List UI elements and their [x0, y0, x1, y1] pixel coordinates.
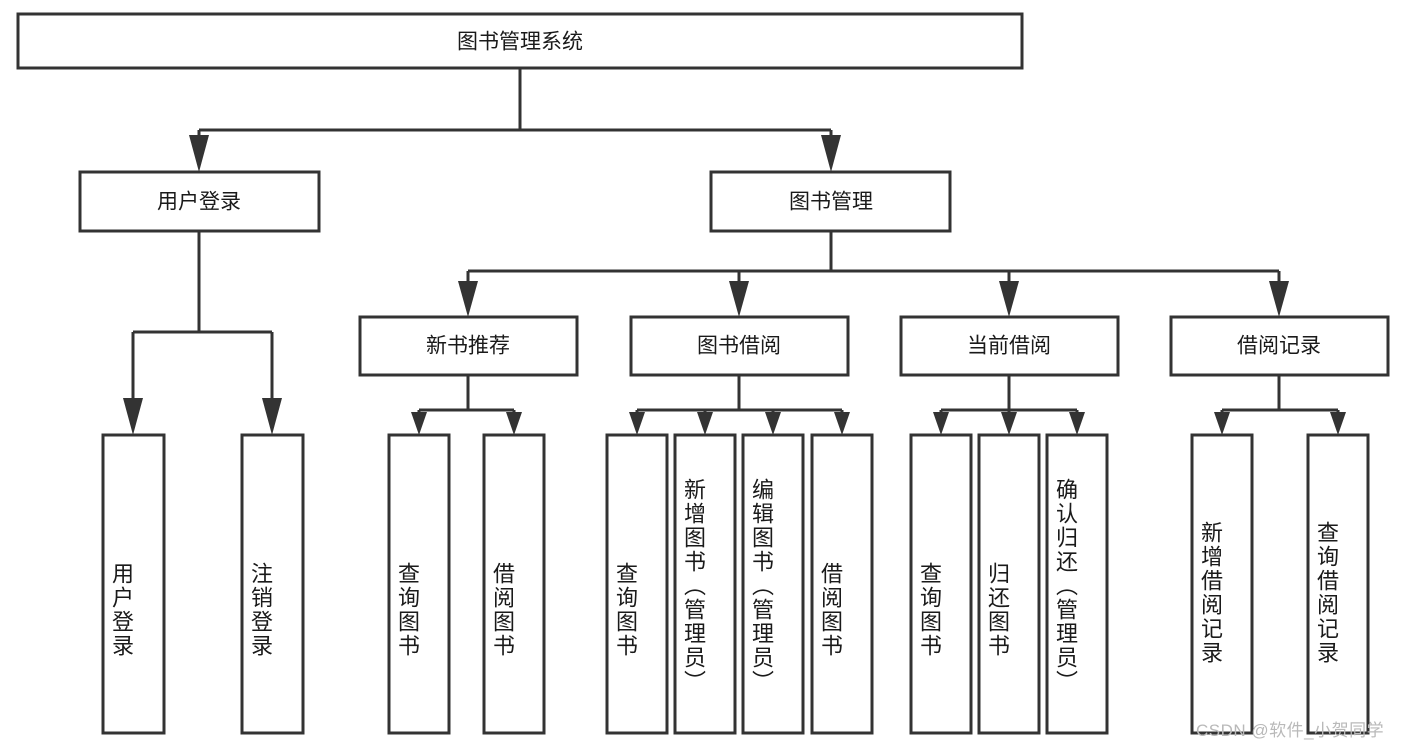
node-leaf-book-borrow-query[interactable] — [605, 433, 669, 735]
arrow-head-book-mgmt — [821, 135, 841, 172]
node-borrow-record[interactable] — [1169, 315, 1390, 377]
arrow-head-leaf-book-borrow-4 — [834, 412, 850, 435]
arrow-head-leaf-user-login-2 — [262, 398, 282, 435]
node-leaf-book-borrow-lend[interactable] — [810, 433, 874, 735]
arrow-head-leaf-book-borrow-2 — [697, 412, 713, 435]
node-new-book-recommend-label: 新书推荐 — [426, 335, 510, 358]
node-leaf-current-borrow-return[interactable] — [977, 433, 1041, 735]
node-book-borrow-label: 图书借阅 — [697, 335, 781, 358]
arrow-head-borrow-record — [1269, 281, 1289, 317]
node-book-management-label: 图书管理 — [789, 191, 873, 214]
node-root-label: 图书管理系统 — [457, 31, 583, 54]
node-new-book-recommend[interactable] — [358, 315, 579, 377]
arrow-head-new-book — [458, 281, 478, 317]
arrow-head-leaf-borrow-record-1 — [1214, 412, 1230, 435]
arrow-head-current-borrow — [999, 281, 1019, 317]
node-book-borrow[interactable] — [629, 315, 850, 377]
arrow-head-leaf-user-login-1 — [123, 398, 143, 435]
node-leaf-current-borrow-query[interactable] — [909, 433, 973, 735]
node-leaf-book-borrow-edit[interactable] — [741, 433, 805, 735]
node-leaf-borrow-record-query[interactable] — [1306, 433, 1370, 735]
node-leaf-current-borrow-confirm[interactable] — [1045, 433, 1109, 735]
node-leaf-user-login-login[interactable] — [101, 433, 166, 735]
node-borrow-record-label: 借阅记录 — [1237, 335, 1321, 358]
node-leaf-new-book-query[interactable] — [387, 433, 451, 735]
connector-layer — [123, 68, 1346, 435]
node-current-borrow-label: 当前借阅 — [967, 335, 1051, 358]
node-leaf-user-login-logout[interactable] — [240, 433, 305, 735]
node-root-book-management-system[interactable] — [16, 12, 1024, 70]
arrow-head-leaf-borrow-record-2 — [1330, 412, 1346, 435]
arrow-head-user-login — [189, 135, 209, 172]
node-user-login[interactable] — [78, 170, 321, 233]
arrow-head-leaf-current-borrow-3 — [1069, 412, 1085, 435]
arrow-head-leaf-current-borrow-2 — [1001, 412, 1017, 435]
node-book-management[interactable] — [709, 170, 952, 233]
node-leaf-borrow-record-add[interactable] — [1190, 433, 1254, 735]
arrow-head-leaf-current-borrow-1 — [933, 412, 949, 435]
node-layer: 图书管理系统 用户登录 图书管理 新书推荐 图书借阅 当前借阅 借阅记录 — [16, 12, 1390, 735]
arrow-head-leaf-new-book-1 — [411, 412, 427, 435]
arrow-head-leaf-book-borrow-3 — [765, 412, 781, 435]
arrow-head-leaf-book-borrow-1 — [629, 412, 645, 435]
node-current-borrow[interactable] — [899, 315, 1120, 377]
arrow-head-leaf-new-book-2 — [506, 412, 522, 435]
node-user-login-label: 用户登录 — [157, 191, 241, 214]
csdn-watermark: CSDN @软件_小贺同学 — [1196, 721, 1385, 740]
node-leaf-new-book-borrow[interactable] — [482, 433, 546, 735]
arrow-head-book-borrow — [729, 281, 749, 317]
node-leaf-book-borrow-add[interactable] — [673, 433, 737, 735]
